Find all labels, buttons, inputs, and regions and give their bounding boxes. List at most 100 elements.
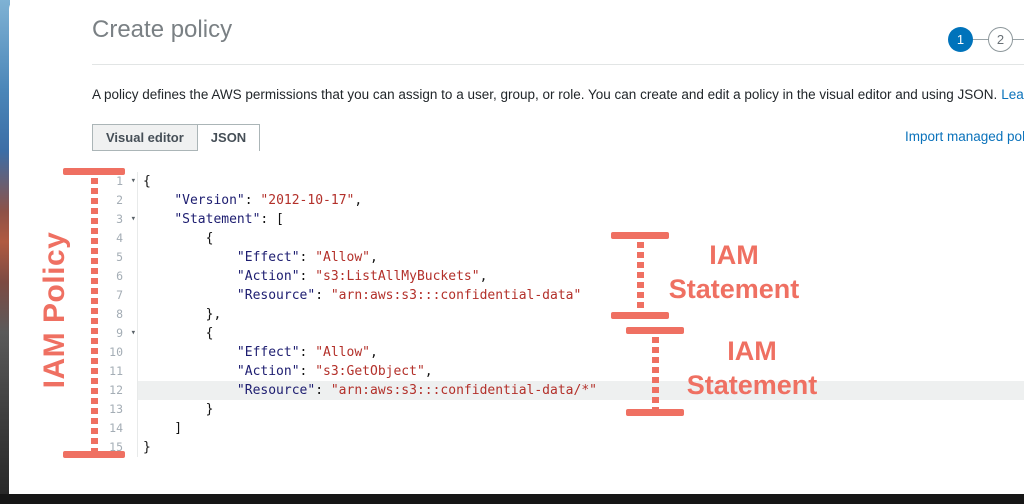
editor-line[interactable]: 15} bbox=[92, 438, 1024, 457]
line-number: 13 bbox=[92, 400, 138, 419]
editor-line[interactable]: 4 { bbox=[92, 229, 1024, 248]
code-key-token: "Resource" bbox=[236, 383, 316, 398]
policy-bracket-dashed-line bbox=[91, 168, 98, 458]
code-line[interactable]: } bbox=[138, 400, 1024, 419]
editor-line[interactable]: 3▾ "Statement": [ bbox=[92, 210, 1024, 229]
code-string-token: "2012-10-17" bbox=[260, 193, 355, 208]
line-number: 9▾ bbox=[92, 324, 138, 343]
editor-line[interactable]: 7 "Resource": "arn:aws:s3:::confidential… bbox=[92, 286, 1024, 305]
json-editor[interactable]: 1▾{2 "Version": "2012-10-17",3▾ "Stateme… bbox=[92, 172, 1024, 457]
code-line[interactable]: "Action": "s3:ListAllMyBuckets", bbox=[138, 267, 1024, 286]
code-string-token: "s3:ListAllMyBuckets" bbox=[315, 269, 480, 284]
code-line[interactable]: "Effect": "Allow", bbox=[138, 343, 1024, 362]
code-plain-token: , bbox=[479, 269, 488, 284]
code-plain-token bbox=[143, 212, 174, 227]
statement1-bracket-bottom-bar bbox=[611, 312, 669, 319]
editor-line[interactable]: 10 "Effect": "Allow", bbox=[92, 343, 1024, 362]
code-plain-token: { bbox=[143, 326, 214, 341]
policy-bracket-bottom-bar bbox=[63, 451, 125, 458]
code-plain-token: : bbox=[299, 364, 316, 379]
page-background bbox=[9, 0, 1024, 495]
editor-tabs: Visual editor JSON bbox=[92, 124, 261, 151]
line-number: 12 bbox=[92, 381, 138, 400]
code-string-token: "arn:aws:s3:::confidential-data" bbox=[330, 288, 582, 303]
code-plain-token: , bbox=[370, 345, 378, 360]
step-indicator-1: 1 bbox=[948, 27, 973, 52]
fold-toggle-icon[interactable]: ▾ bbox=[130, 176, 136, 186]
editor-line[interactable]: 5 "Effect": "Allow", bbox=[92, 248, 1024, 267]
editor-line[interactable]: 2 "Version": "2012-10-17", bbox=[92, 191, 1024, 210]
bottom-screen-edge bbox=[0, 494, 1024, 504]
line-number: 6 bbox=[92, 267, 138, 286]
step-indicator-2: 2 bbox=[988, 27, 1013, 52]
code-plain-token: } bbox=[143, 402, 214, 417]
code-key-token: "Action" bbox=[236, 364, 300, 379]
code-plain-token: { bbox=[143, 174, 151, 189]
line-number: 14 bbox=[92, 419, 138, 438]
code-key-token: "Version" bbox=[174, 193, 245, 208]
editor-line[interactable]: 1▾ { bbox=[92, 172, 1024, 191]
line-number: 3▾ bbox=[92, 210, 138, 229]
code-plain-token: ] bbox=[143, 421, 183, 436]
code-plain-token bbox=[143, 250, 237, 265]
line-number: 4 bbox=[92, 229, 138, 248]
code-plain-token bbox=[143, 383, 237, 398]
code-line[interactable]: } bbox=[138, 438, 1024, 457]
code-key-token: "Action" bbox=[236, 269, 300, 284]
code-plain-token: : bbox=[299, 250, 316, 265]
editor-line[interactable]: 6 "Action": "s3:ListAllMyBuckets", bbox=[92, 267, 1024, 286]
code-line[interactable]: "Effect": "Allow", bbox=[138, 248, 1024, 267]
editor-line[interactable]: 11 "Action": "s3:GetObject", bbox=[92, 362, 1024, 381]
line-number: 2 bbox=[92, 191, 138, 210]
fold-toggle-icon[interactable]: ▾ bbox=[130, 328, 136, 338]
code-plain-token bbox=[143, 193, 174, 208]
code-line[interactable]: "Statement": [ bbox=[138, 210, 1024, 229]
code-line[interactable]: ] bbox=[138, 419, 1024, 438]
code-plain-token: , bbox=[370, 250, 378, 265]
editor-line[interactable]: 8 }, bbox=[92, 305, 1024, 324]
code-plain-token: : bbox=[299, 345, 316, 360]
statement2-bracket-bottom-bar bbox=[626, 409, 684, 416]
page-description: A policy defines the AWS permissions tha… bbox=[92, 87, 1024, 102]
header-divider bbox=[92, 64, 1024, 65]
line-number: 15 bbox=[92, 438, 138, 457]
editor-line[interactable]: 13 } bbox=[92, 400, 1024, 419]
code-line[interactable]: "Action": "s3:GetObject", bbox=[138, 362, 1024, 381]
code-plain-token: : [ bbox=[260, 212, 284, 227]
code-line[interactable]: { bbox=[138, 229, 1024, 248]
code-key-token: "Resource" bbox=[236, 288, 316, 303]
code-string-token: "s3:GetObject" bbox=[315, 364, 425, 379]
code-plain-token: , bbox=[424, 364, 433, 379]
code-plain-token bbox=[143, 288, 237, 303]
code-line[interactable]: { bbox=[138, 324, 1024, 343]
tab-visual-editor[interactable]: Visual editor bbox=[92, 124, 198, 151]
statement1-bracket-dashed-line bbox=[637, 232, 644, 319]
line-number: 11 bbox=[92, 362, 138, 381]
code-line[interactable]: }, bbox=[138, 305, 1024, 324]
learn-more-link[interactable]: Learn more bbox=[1001, 87, 1024, 102]
tab-json[interactable]: JSON bbox=[196, 124, 261, 151]
import-managed-policies-link[interactable]: Import managed policies bbox=[905, 129, 1024, 144]
code-plain-token: { bbox=[143, 231, 214, 246]
editor-line[interactable]: 14 ] bbox=[92, 419, 1024, 438]
code-plain-token: : bbox=[315, 288, 331, 303]
line-number: 5 bbox=[92, 248, 138, 267]
code-plain-token: }, bbox=[143, 307, 222, 322]
code-line[interactable]: { bbox=[138, 172, 1024, 191]
description-text: A policy defines the AWS permissions tha… bbox=[92, 87, 998, 102]
editor-line[interactable]: 12 "Resource": "arn:aws:s3:::confidentia… bbox=[92, 381, 1024, 400]
editor-line[interactable]: 9▾ { bbox=[92, 324, 1024, 343]
code-plain-token: , bbox=[354, 193, 363, 208]
iam-statement2-annotation-label: IAM Statement bbox=[686, 336, 818, 400]
fold-toggle-icon[interactable]: ▾ bbox=[130, 214, 136, 224]
code-plain-token bbox=[143, 269, 237, 284]
code-plain-token bbox=[143, 345, 237, 360]
code-line[interactable]: "Resource": "arn:aws:s3:::confidential-d… bbox=[138, 286, 1024, 305]
code-key-token: "Effect" bbox=[236, 250, 300, 265]
line-number: 8 bbox=[92, 305, 138, 324]
line-number: 1▾ bbox=[92, 172, 138, 191]
code-plain-token: } bbox=[143, 440, 151, 455]
code-line[interactable]: "Resource": "arn:aws:s3:::confidential-d… bbox=[138, 381, 1024, 400]
code-line[interactable]: "Version": "2012-10-17", bbox=[138, 191, 1024, 210]
